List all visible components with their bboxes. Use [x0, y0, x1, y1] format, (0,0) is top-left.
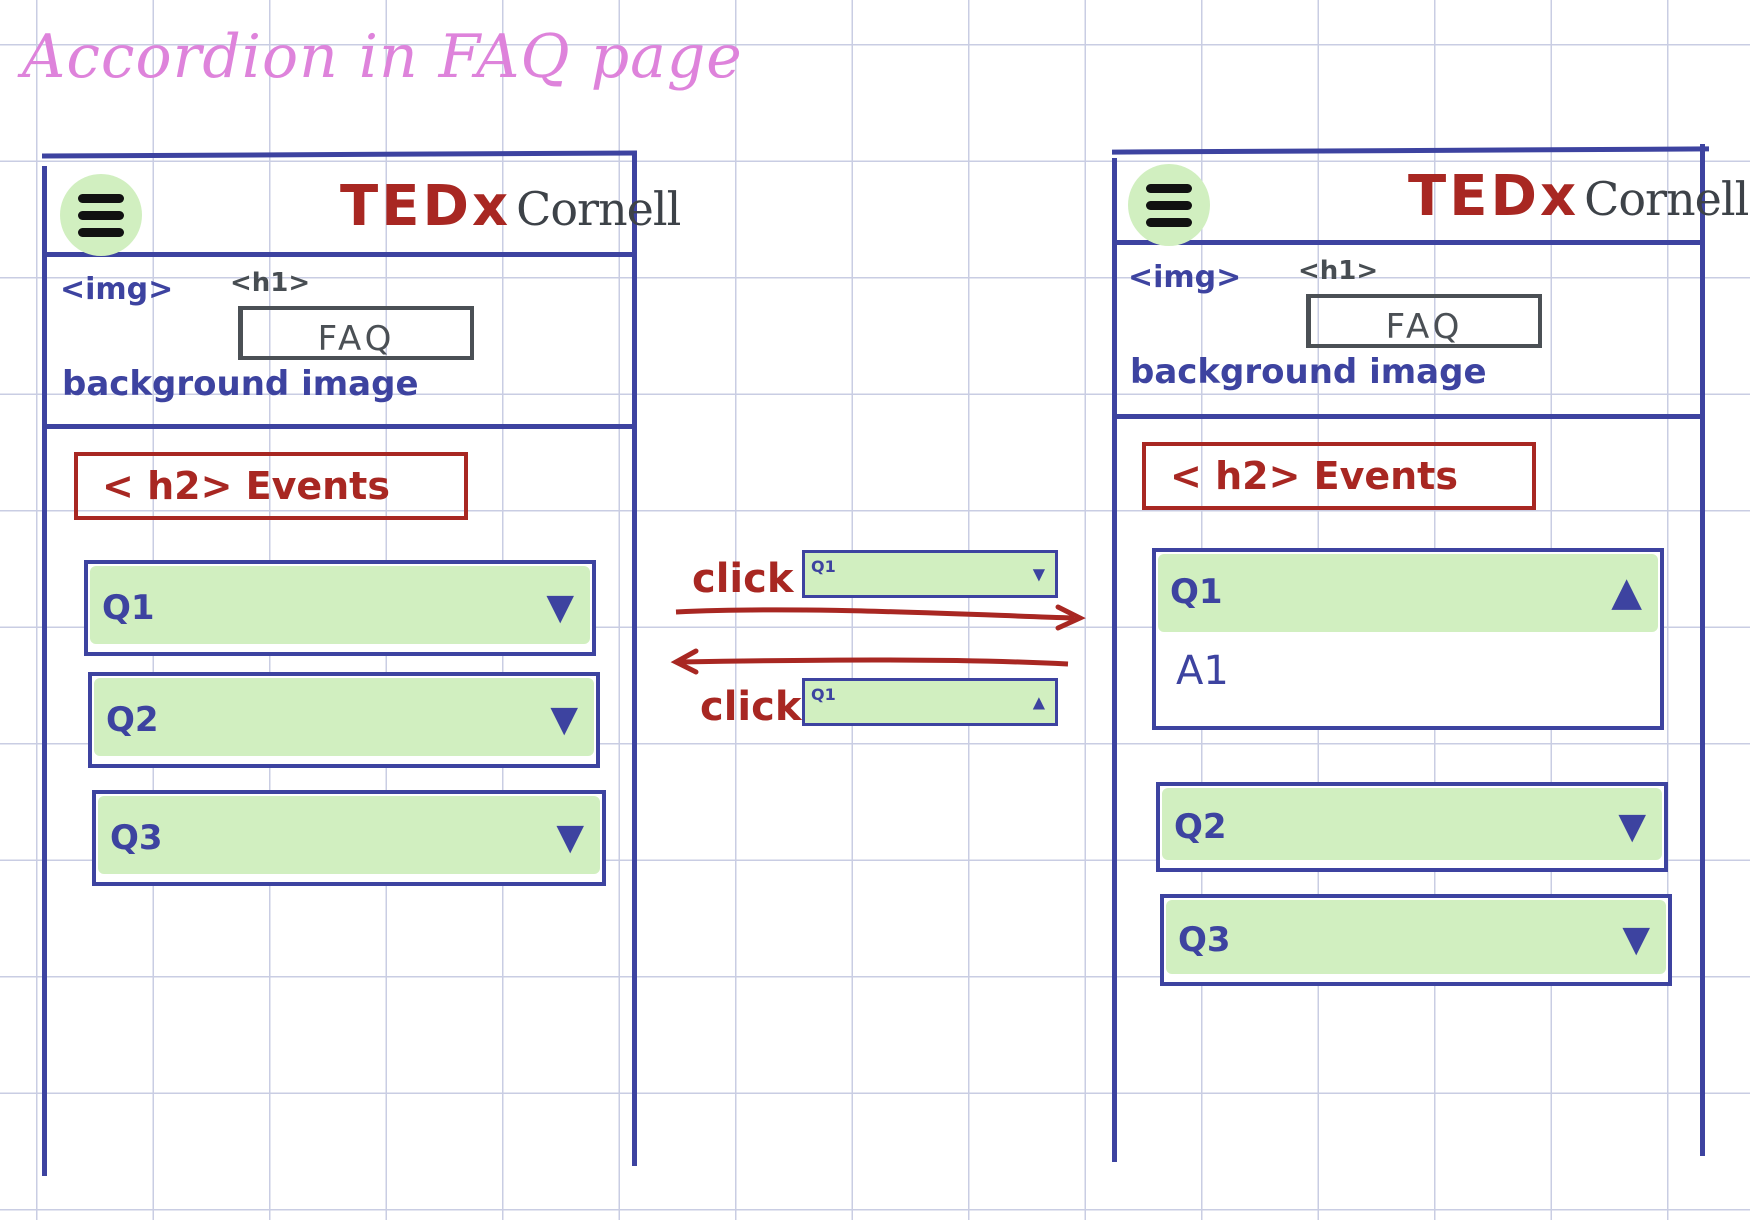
accordion-item[interactable]: Q2 ▼ [1156, 782, 1668, 872]
caret-up-icon[interactable]: ▲ [1611, 569, 1642, 615]
accordion-question: Q1 [102, 588, 155, 628]
caret-down-icon[interactable]: ▼ [1618, 806, 1646, 847]
faq-heading-box: FAQ [1306, 294, 1542, 348]
accordion-question: Q2 [1174, 807, 1227, 847]
click-expand-arrow [675, 604, 1086, 631]
background-image-label: background image [1130, 352, 1487, 392]
background-image-label: background image [62, 364, 419, 404]
faq-heading-text: FAQ [1385, 307, 1464, 347]
accordion-question: Q3 [1178, 920, 1231, 960]
accordion-question: Q2 [106, 700, 159, 740]
caret-down-icon[interactable]: ▼ [550, 699, 578, 740]
accordion-question: Q3 [110, 818, 163, 858]
accordion-item[interactable]: Q2 ▼ [88, 672, 600, 768]
events-heading-text: < h2> Events [102, 464, 390, 508]
mini-accordion-expanded: Q1 ▲ [802, 678, 1058, 726]
hamburger-icon-bar [78, 193, 124, 203]
faq-heading-text: FAQ [317, 319, 396, 359]
hamburger-icon-bar [1146, 217, 1192, 227]
img-tag-label: <img> [1128, 260, 1242, 295]
brand-logo[interactable]: TEDx Cornell [340, 174, 681, 239]
hamburger-icon-bar [1146, 200, 1192, 210]
h1-tag-label: <h1> [230, 268, 311, 298]
click-label: click [692, 556, 794, 602]
mini-accordion-question: Q1 [811, 685, 836, 704]
brand-tedx: TEDx [1408, 164, 1580, 229]
brand-cornell: Cornell [516, 182, 681, 236]
menu-button[interactable] [60, 174, 142, 256]
hamburger-icon-bar [78, 227, 124, 237]
mini-accordion-question: Q1 [811, 557, 836, 576]
accordion-item-expanded[interactable]: Q1 ▲ A1 [1152, 548, 1664, 730]
brand-cornell: Cornell [1584, 172, 1749, 226]
events-heading-box: < h2> Events [1142, 442, 1536, 510]
faq-heading-box: FAQ [238, 306, 474, 360]
accordion-item[interactable]: Q3 ▼ [92, 790, 606, 886]
caret-down-icon[interactable]: ▼ [1622, 919, 1650, 960]
hamburger-icon-bar [1146, 183, 1192, 193]
menu-button[interactable] [1128, 164, 1210, 246]
click-label: click [700, 684, 802, 730]
events-heading-text: < h2> Events [1170, 454, 1458, 498]
accordion-item[interactable]: Q3 ▼ [1160, 894, 1672, 986]
brand-logo[interactable]: TEDx Cornell [1408, 164, 1749, 229]
accordion-answer: A1 [1176, 648, 1229, 694]
accordion-item[interactable]: Q1 ▼ [84, 560, 596, 656]
caret-up-icon: ▲ [1032, 692, 1045, 712]
h1-tag-label: <h1> [1298, 256, 1379, 286]
click-collapse-arrow [670, 648, 1069, 675]
hamburger-icon-bar [78, 210, 124, 220]
caret-down-icon[interactable]: ▼ [546, 587, 574, 628]
mini-accordion-collapsed: Q1 ▼ [802, 550, 1058, 598]
img-tag-label: <img> [60, 272, 174, 307]
events-heading-box: < h2> Events [74, 452, 468, 520]
caret-down-icon: ▼ [1032, 564, 1045, 584]
accordion-question: Q1 [1170, 572, 1223, 612]
brand-tedx: TEDx [340, 174, 512, 239]
page-title: Accordion in FAQ page [22, 22, 743, 92]
caret-down-icon[interactable]: ▼ [556, 817, 584, 858]
